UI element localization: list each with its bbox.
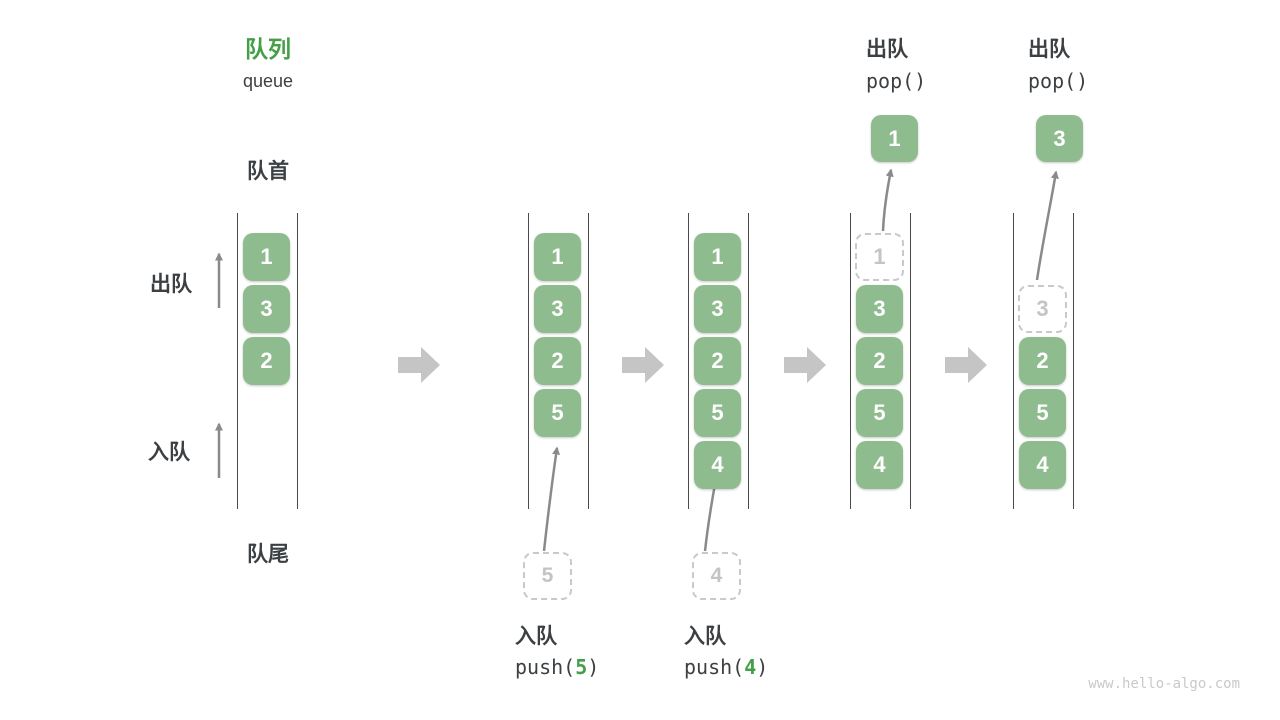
queue-cell: 5 — [856, 389, 903, 437]
queue-rear-label: 队尾 — [247, 543, 289, 566]
pop1-code-label: pop() — [866, 69, 927, 93]
push4-code-post: ) — [756, 655, 769, 679]
queue-cell: 1 — [243, 233, 290, 281]
queue-cell: 4 — [694, 441, 741, 489]
queue-cell: 3 — [534, 285, 581, 333]
step-arrow-3 — [784, 347, 826, 383]
push4-code-num: 4 — [744, 655, 757, 679]
push5-code-label: push(5) — [515, 655, 599, 679]
queue-cell: 4 — [856, 441, 903, 489]
push5-code-post: ) — [587, 655, 600, 679]
queue-cell: 1 — [694, 233, 741, 281]
diagram-title-en: queue — [242, 71, 294, 91]
push5-code-num: 5 — [575, 655, 588, 679]
dequeue-label: 出队 — [150, 273, 192, 296]
step-arrow-4 — [945, 347, 987, 383]
push5-code-pre: push( — [515, 655, 576, 679]
queue-front-label: 队首 — [247, 160, 289, 183]
queue-cell-ghost: 1 — [855, 233, 904, 281]
queue-cell: 3 — [694, 285, 741, 333]
queue-cell: 2 — [243, 337, 290, 385]
push5-incoming-value-box: 5 — [523, 552, 572, 600]
pop2-popped-value-box: 3 — [1036, 115, 1083, 162]
diagram-title-zh: 队列 — [245, 36, 291, 62]
pop1-popped-value-box: 1 — [871, 115, 918, 162]
enqueue-label: 入队 — [148, 441, 190, 464]
queue-cell: 3 — [856, 285, 903, 333]
pop2-action-label: 出队 — [1028, 38, 1070, 61]
push4-action-label: 入队 — [684, 625, 726, 648]
push4-code-pre: push( — [684, 655, 745, 679]
queue-cell: 4 — [1019, 441, 1066, 489]
push4-code-label: push(4) — [684, 655, 768, 679]
push5-action-label: 入队 — [515, 625, 557, 648]
queue-cell: 3 — [243, 285, 290, 333]
queue-cell-ghost: 3 — [1018, 285, 1067, 333]
push4-incoming-value-box: 4 — [692, 552, 741, 600]
queue-cell: 2 — [1019, 337, 1066, 385]
queue-cell: 1 — [534, 233, 581, 281]
queue-cell: 5 — [694, 389, 741, 437]
queue-cell: 5 — [1019, 389, 1066, 437]
queue-cell: 5 — [534, 389, 581, 437]
queue-cell: 2 — [694, 337, 741, 385]
step-arrow-1 — [398, 347, 440, 383]
queue-cell: 2 — [856, 337, 903, 385]
pop1-action-label: 出队 — [866, 38, 908, 61]
step-arrow-2 — [622, 347, 664, 383]
pop2-code-label: pop() — [1028, 69, 1089, 93]
queue-cell: 2 — [534, 337, 581, 385]
watermark: www.hello-algo.com — [1088, 676, 1240, 692]
